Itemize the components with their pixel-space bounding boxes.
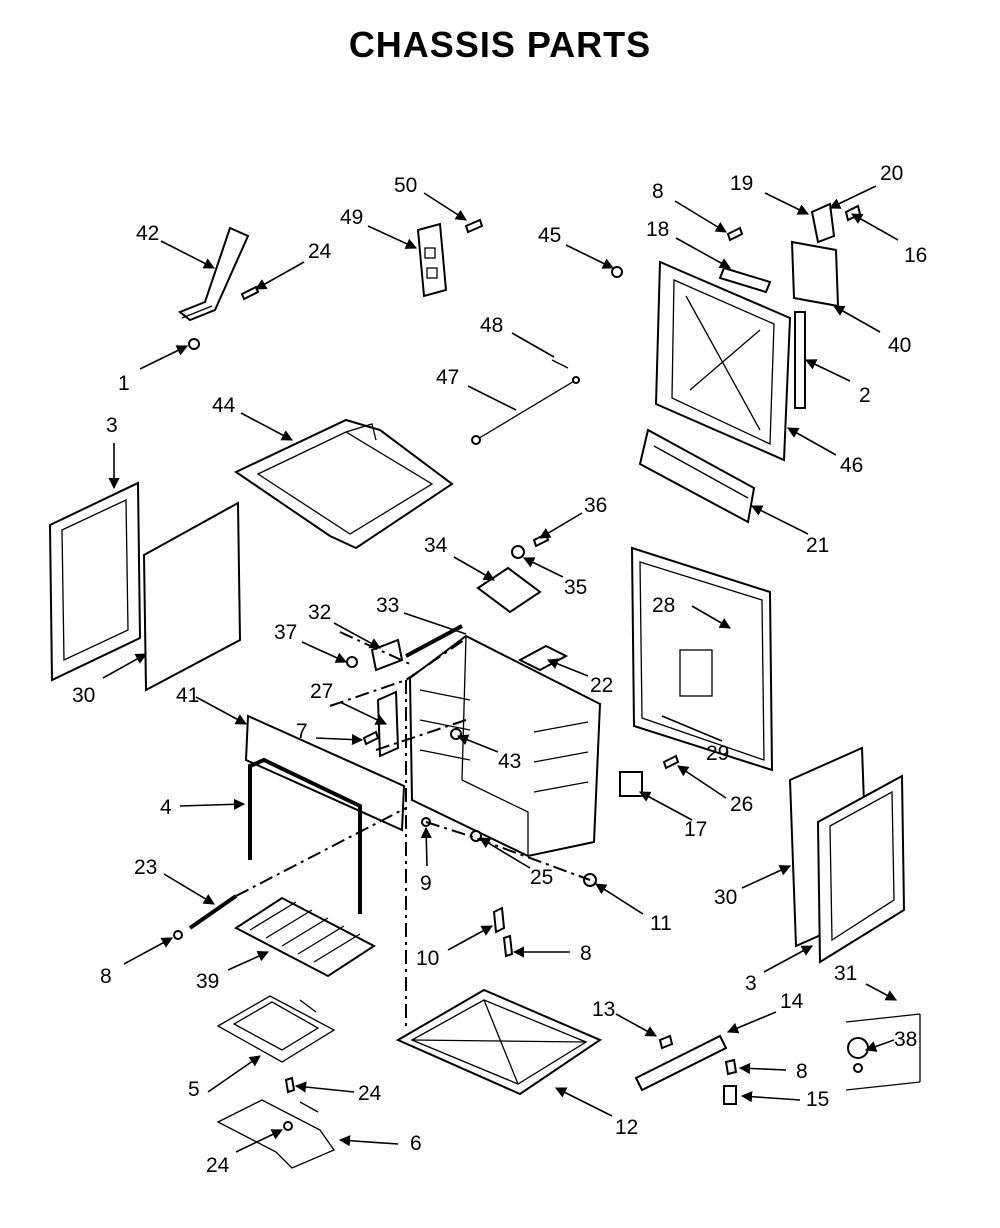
callout-50: 50	[394, 174, 417, 197]
part-19-20-16-hinge	[810, 202, 862, 244]
callout-36: 36	[584, 494, 607, 517]
part-24-screw-bottom-a	[284, 1076, 296, 1094]
callout-24-top: 24	[308, 240, 332, 263]
callout-42: 42	[136, 222, 159, 245]
callout-20: 20	[880, 162, 903, 185]
callout-29: 29	[706, 742, 729, 765]
part-40-cover	[790, 240, 840, 308]
part-23-tube	[173, 894, 238, 940]
callout-31: 31	[834, 962, 857, 985]
part-42-bracket	[178, 226, 250, 322]
part-12-oven-bottom	[395, 988, 603, 1096]
callout-13: 13	[592, 998, 615, 1021]
callout-43: 43	[498, 750, 521, 773]
part-6-broil-element	[216, 1099, 335, 1169]
part-33-32-37-burner-tube	[346, 624, 463, 672]
callout-38: 38	[894, 1028, 917, 1051]
part-39-oven-rack	[234, 896, 376, 978]
callout-28: 28	[652, 594, 675, 617]
part-41-panel	[244, 714, 406, 832]
part-1-nut	[188, 338, 200, 350]
callout-21: 21	[806, 534, 829, 557]
part-27-bracket	[376, 690, 400, 758]
part-8-screw-top	[726, 226, 744, 242]
callout-48: 48	[480, 314, 503, 337]
callout-19: 19	[730, 172, 753, 195]
part-24-screw-top	[240, 285, 260, 301]
callout-33: 33	[376, 594, 399, 617]
callout-49: 49	[340, 206, 363, 229]
callout-8-right: 8	[796, 1060, 808, 1083]
callout-labels: 1 2 3 3 4 5 6 7 8 8 8 8 8 9 10 11 12 13 …	[72, 162, 927, 1177]
part-30-insulation-left	[142, 501, 242, 692]
callout-3-left: 3	[106, 414, 118, 437]
callout-39: 39	[196, 970, 219, 993]
part-7-screw	[362, 730, 380, 746]
callout-26: 26	[730, 793, 753, 816]
callout-30-right: 30	[714, 886, 737, 909]
callout-24-mid: 24	[358, 1082, 382, 1105]
part-43-oven-cavity	[408, 634, 602, 858]
callout-40: 40	[888, 334, 911, 357]
callout-8-left: 8	[100, 965, 112, 988]
part-24-screw-bottom-b	[283, 1121, 293, 1131]
callout-25: 25	[530, 866, 553, 889]
callout-4: 4	[160, 796, 172, 819]
callout-44: 44	[212, 394, 236, 417]
callout-3-right: 3	[745, 972, 757, 995]
callout-30-left: 30	[72, 684, 95, 707]
part-44-top-panel	[233, 418, 454, 550]
callout-11: 11	[650, 912, 672, 935]
callout-17: 17	[684, 818, 707, 841]
part-48-47-wire-assembly	[471, 359, 580, 445]
part-28-29-back-frame	[630, 546, 774, 772]
part-45-nut	[611, 266, 623, 278]
callout-7: 7	[296, 720, 308, 743]
callout-32: 32	[308, 601, 331, 624]
callout-35: 35	[564, 576, 587, 599]
callout-46: 46	[840, 454, 863, 477]
callout-10: 10	[416, 947, 439, 970]
part-50-screw	[464, 218, 484, 234]
callout-23: 23	[134, 856, 157, 879]
assembly-lines	[235, 631, 591, 1030]
part-3-side-panel-left	[48, 481, 142, 682]
part-36-35-34-ignitor-assembly	[476, 532, 550, 614]
part-13-14-15-bracket-assembly	[634, 1034, 738, 1105]
callout-12: 12	[615, 1116, 638, 1139]
part-21-wire-channel	[638, 428, 756, 524]
callout-8-top: 8	[652, 180, 664, 203]
callout-27: 27	[310, 680, 333, 703]
part-10-8-screws-mid	[492, 906, 514, 958]
part-3-side-panel-right	[816, 774, 906, 964]
part-2-rear-panel	[654, 260, 806, 462]
callout-47: 47	[436, 366, 459, 389]
part-49-bracket	[416, 222, 448, 298]
callout-22: 22	[590, 674, 613, 697]
callout-1: 1	[118, 372, 130, 395]
leader-lines	[102, 185, 899, 1153]
callout-15: 15	[806, 1088, 829, 1111]
callout-16: 16	[904, 244, 927, 267]
callout-41: 41	[176, 684, 199, 707]
callout-8-mid: 8	[580, 942, 592, 965]
part-4-door-gasket	[248, 757, 362, 914]
part-38-31-knob	[845, 1013, 921, 1091]
callout-18: 18	[646, 218, 669, 241]
callout-45: 45	[538, 224, 561, 247]
callout-14: 14	[780, 990, 804, 1013]
part-17-26-valve	[619, 754, 680, 797]
part-18-bracket	[718, 266, 772, 294]
callout-6: 6	[410, 1132, 422, 1155]
callout-5: 5	[188, 1078, 200, 1101]
diagram-title: CHASSIS PARTS	[348, 24, 652, 65]
callout-37: 37	[274, 621, 297, 644]
callout-24-bottom: 24	[206, 1154, 230, 1177]
part-22-shield	[517, 644, 569, 672]
part-5-bake-element	[216, 995, 336, 1063]
callout-34: 34	[424, 534, 448, 557]
callout-9: 9	[420, 872, 432, 895]
callout-2: 2	[859, 384, 871, 407]
